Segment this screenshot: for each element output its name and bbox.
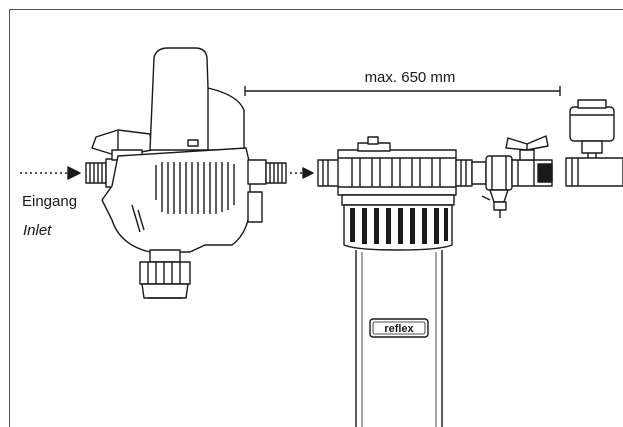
frame-border	[9, 9, 623, 427]
inlet-arrow	[20, 166, 81, 180]
filter-unit	[317, 136, 473, 427]
pressure-reducer	[85, 47, 287, 299]
ball-valve	[471, 135, 553, 218]
inlet-label-de: Eingang	[22, 193, 77, 210]
flow-arrow	[290, 167, 314, 179]
dimension-label: max. 650 mm	[365, 69, 456, 86]
actuator-tee	[565, 99, 623, 187]
inlet-label-en: Inlet	[23, 222, 52, 239]
dimension-line	[244, 86, 561, 96]
filter-brand: reflex	[384, 323, 414, 335]
